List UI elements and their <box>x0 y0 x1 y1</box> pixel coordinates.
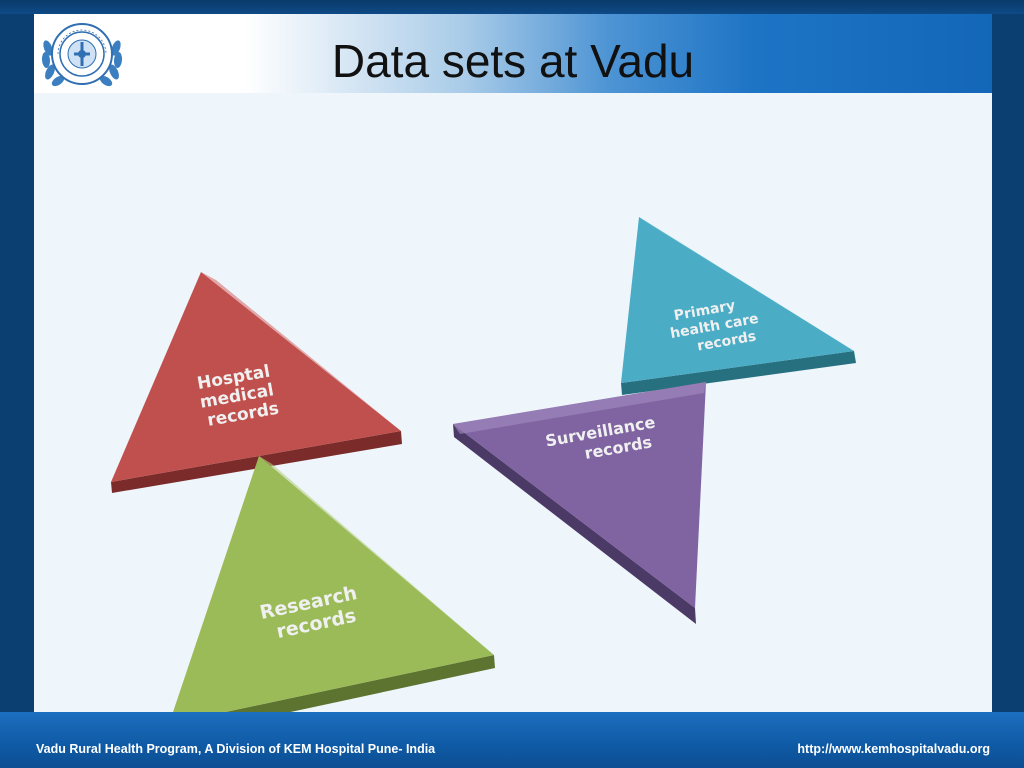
hospital-records-label: Hosptal medical records <box>195 360 284 431</box>
primary-records-triangle: Primary health care records <box>621 217 856 395</box>
title-band: Data sets at Vadu <box>34 14 992 93</box>
footer-url-link[interactable]: http://www.kemhospitalvadu.org <box>797 742 990 756</box>
hospital-records-triangle: Hosptal medical records <box>111 272 402 493</box>
research-records-triangle: Research records <box>169 456 495 738</box>
kem-hospital-logo-icon <box>41 23 123 87</box>
slide-title: Data sets at Vadu <box>331 35 695 87</box>
surveillance-records-triangle: Surveillance records <box>453 382 706 624</box>
footer-program-text: Vadu Rural Health Program, A Division of… <box>36 742 436 756</box>
top-frame <box>0 0 1024 14</box>
footer-bar <box>0 712 1024 768</box>
